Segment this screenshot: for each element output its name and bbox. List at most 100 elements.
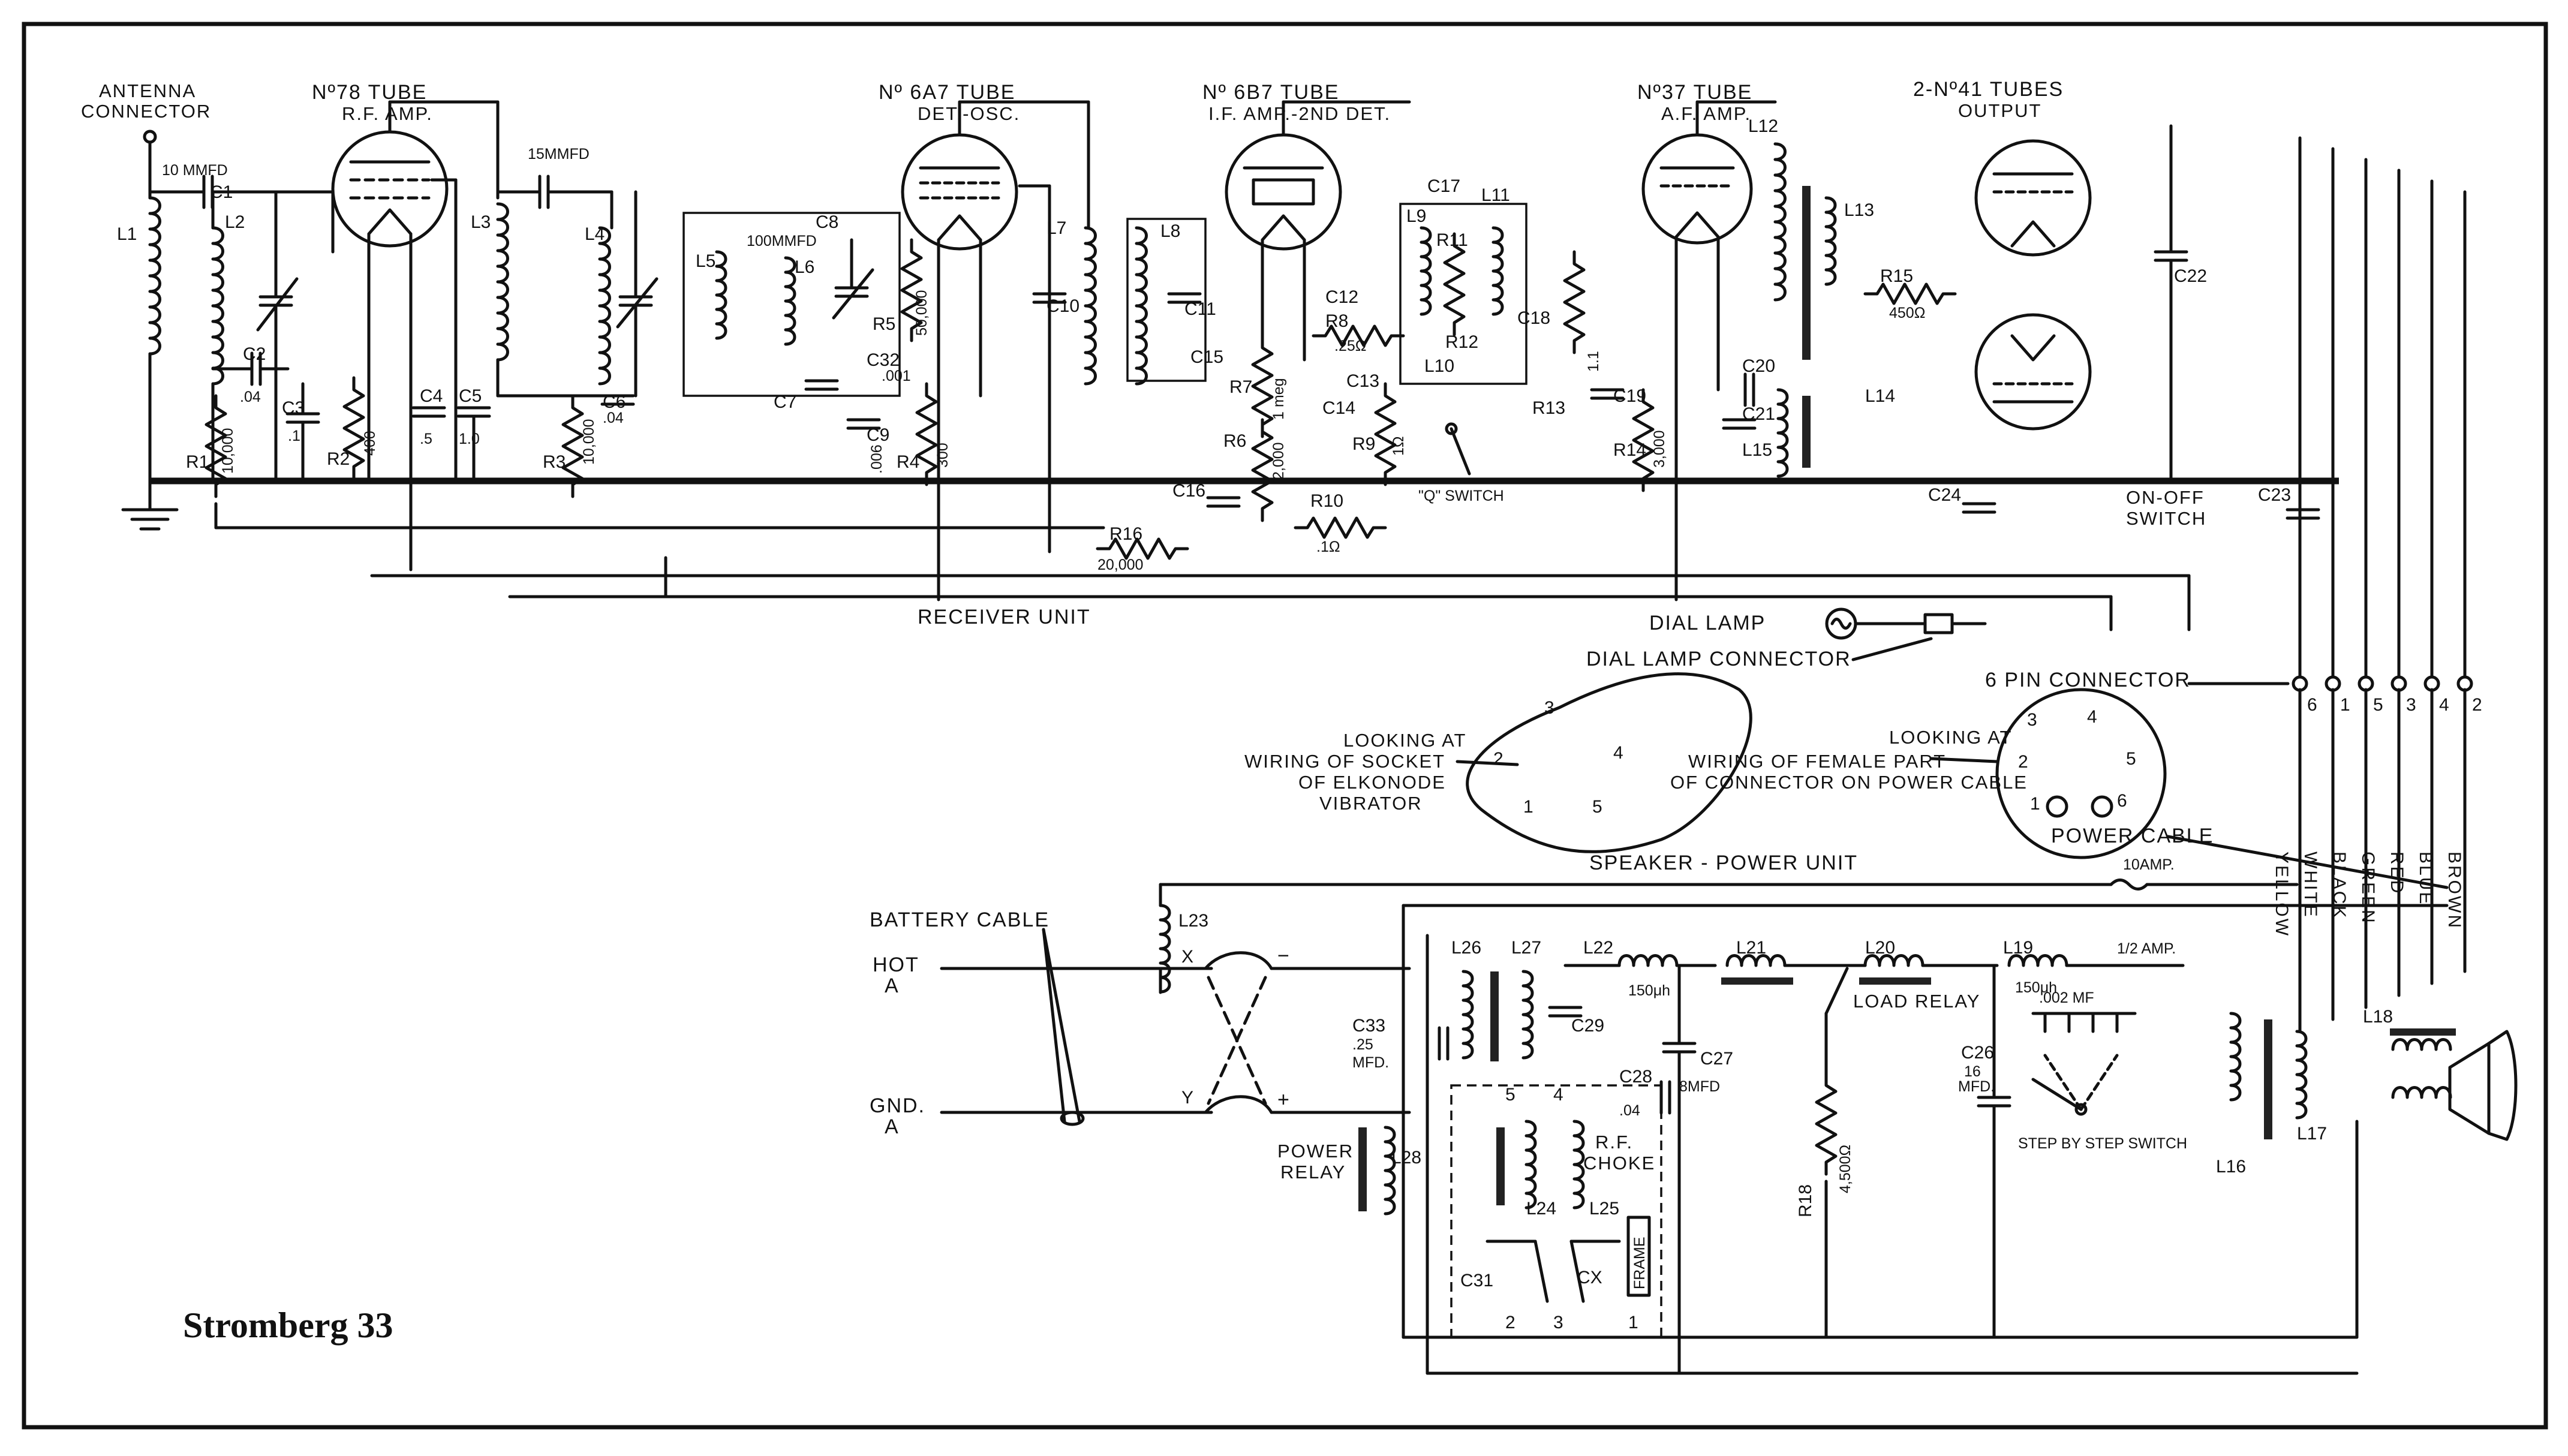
ref-l23: L23 (1178, 911, 1208, 931)
tube-detosc-role: DET.-OSC. (918, 103, 1020, 124)
ref-c29: C29 (1571, 1016, 1604, 1036)
sheet-border (22, 22, 2548, 1430)
frame-label: FRAME (1631, 1237, 1648, 1290)
vib-pin-label-2: 2 (1505, 1313, 1515, 1332)
ref-l18: L18 (2363, 1007, 2393, 1027)
ref-c23: C23 (2258, 485, 2291, 505)
vib-note-2: WIRING OF SOCKET (1244, 751, 1445, 772)
vib-pin-2: 2 (1493, 749, 1503, 769)
fem-pin-6: 6 (2117, 791, 2127, 811)
ref-r15: R15 (1880, 266, 1913, 286)
ref-c6: C6 (603, 392, 626, 412)
if-can-2 (1399, 203, 1527, 385)
ref-c7: C7 (774, 392, 796, 412)
ref-c10: C10 (1047, 296, 1079, 316)
ref-r3: R3 (543, 452, 566, 472)
val-c26-1: 16 (1964, 1063, 1981, 1080)
dial-lamp-label: DIAL LAMP (1649, 612, 1766, 634)
osc-coil-box (682, 212, 901, 397)
connector-pin-label-2: 2 (2472, 695, 2482, 715)
ref-l25: L25 (1589, 1199, 1619, 1219)
receiver-unit: ANTENNA CONNECTOR L1 C1 10 MMFD L2 C2 .0… (81, 78, 2339, 670)
ref-r16: R16 (1109, 524, 1142, 544)
ref-c15: C15 (1190, 347, 1223, 367)
wire-color-green: GREEN (2358, 852, 2378, 925)
val-r6: 2,000 (1270, 442, 1287, 480)
ref-l14: L14 (1865, 386, 1895, 406)
val-15mmfd: 15MMFD (528, 146, 590, 163)
ref-l15: L15 (1742, 440, 1772, 460)
ref-cx: CX (1577, 1268, 1602, 1287)
frame-box (1626, 1216, 1651, 1297)
connector-pin-label-3: 3 (2406, 695, 2416, 715)
ref-r12: R12 (1445, 332, 1478, 352)
ref-c26: C26 (1961, 1043, 1994, 1063)
ref-l1: L1 (117, 224, 137, 244)
ref-l27: L27 (1511, 938, 1541, 958)
tube-output-2 (1974, 313, 2092, 431)
ref-l13: L13 (1844, 200, 1874, 220)
fem-note-2: WIRING OF FEMALE PART (1688, 751, 1946, 772)
ref-c31: C31 (1460, 1271, 1493, 1290)
onoff-label-2: SWITCH (2126, 508, 2206, 529)
tube-detosc-name: Nº 6A7 TUBE (879, 81, 1015, 104)
ref-r4: R4 (897, 452, 919, 472)
connector-pin-label-6: 6 (2307, 695, 2317, 715)
power-relay-label-1: POWER (1277, 1141, 1354, 1162)
val-c1: 10 MMFD (162, 162, 228, 179)
ref-l6: L6 (795, 257, 814, 277)
val-r18: 4,500Ω (1837, 1145, 1854, 1193)
vib-pin-4: 4 (1613, 743, 1623, 763)
connector-pin-label-1: 1 (2340, 695, 2350, 715)
ref-r9: R9 (1352, 434, 1375, 454)
power-cable-label: POWER CABLE (2051, 825, 2214, 847)
val-r4: 300 (934, 443, 951, 468)
tube-output-name: 2-Nº41 TUBES (1913, 78, 2064, 101)
val-c2: .04 (240, 389, 261, 405)
ref-l22: L22 (1583, 938, 1613, 958)
tube-det-osc (901, 100, 1090, 601)
vib-note-4: VIBRATOR (1319, 793, 1423, 814)
val-c3: .1 (288, 428, 300, 444)
hot-label-1: HOT (873, 953, 919, 976)
val-c27: 8MFD (1679, 1078, 1720, 1095)
ref-c4: C4 (420, 386, 443, 406)
tube-rf-role: R.F. AMP. (342, 103, 433, 124)
vib-pin-label-4: 4 (1553, 1085, 1563, 1105)
val-r13: 1.1 (1585, 351, 1602, 372)
fem-pin-4: 4 (2087, 707, 2097, 727)
val-l19: 150μh (2015, 979, 2057, 996)
dial-connector-label: DIAL LAMP CONNECTOR (1586, 648, 1851, 670)
receiver-unit-label: RECEIVER UNIT (918, 606, 1091, 628)
ref-r13: R13 (1532, 398, 1565, 418)
val-c28: .04 (1619, 1102, 1640, 1119)
vib-pin-label-1: 1 (1628, 1313, 1638, 1332)
ref-c33: C33 (1352, 1016, 1385, 1036)
ref-c27: C27 (1700, 1049, 1733, 1069)
ref-l9: L9 (1406, 206, 1426, 226)
wire-color-black: BLACK (2329, 852, 2349, 919)
val-r7: 1 meg (1270, 378, 1287, 420)
plus-label: + (1277, 1088, 1291, 1111)
q-switch-label: "Q" SWITCH (1418, 488, 1504, 504)
ref-c9: C8 (816, 212, 838, 232)
ref-l17: L17 (2297, 1124, 2327, 1144)
fuse-half-amp-label: 1/2 AMP. (2117, 940, 2176, 957)
ref-c5: C5 (459, 386, 482, 406)
ref-l10: L10 (1424, 356, 1454, 376)
load-relay-label: LOAD RELAY (1853, 991, 1980, 1012)
antenna-label-2: CONNECTOR (81, 101, 211, 122)
step-switch-label: STEP BY STEP SWITCH (2018, 1135, 2187, 1152)
speaker-power-unit-label: SPEAKER - POWER UNIT (1589, 852, 1858, 874)
val-c33-2: MFD. (1352, 1054, 1389, 1071)
power-unit: BATTERY CABLE HOT A GND. A L23 X Y − + (870, 883, 2518, 1375)
onoff-label-1: ON-OFF (2126, 487, 2205, 508)
ref-r14: R14 (1613, 440, 1646, 460)
tube-af-amp (1641, 100, 1777, 601)
wire-color-red: RED (2387, 852, 2407, 895)
ref-c32: C32 (867, 350, 900, 370)
fem-pin-2: 2 (2018, 752, 2028, 772)
ref-l20: L20 (1865, 938, 1895, 958)
val-c6: .04 (603, 410, 624, 426)
